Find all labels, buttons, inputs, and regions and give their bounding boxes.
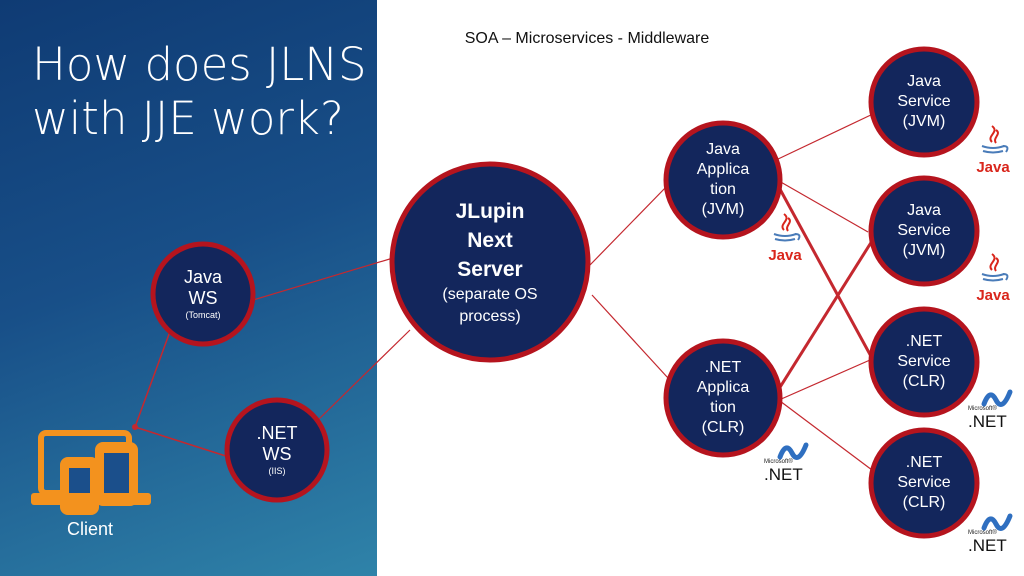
svg-text:.NET: .NET [968, 536, 1007, 552]
connections [134, 112, 876, 471]
client-devices-icon [31, 430, 151, 515]
svg-text:Microsoft®: Microsoft® [968, 405, 997, 412]
dotnet-logo-icon: Microsoft® .NET [968, 513, 1013, 552]
node-java-ws [150, 241, 256, 347]
link-javaapp-javasvc1 [775, 112, 876, 161]
svg-text:Java: Java [976, 287, 1010, 304]
node-jlupin-server [389, 161, 591, 363]
java-logo-icon: Java [768, 213, 802, 264]
node-java-service-1-label: Java Service (JVM) [897, 73, 951, 130]
node-java-service-2 [868, 175, 980, 287]
link-jlupin-netws [317, 329, 411, 421]
node-net-service-1-label: .NET Service (CLR) [897, 333, 951, 390]
link-javaapp-javasvc2 [778, 180, 869, 233]
link-jlupin-netapp [591, 294, 669, 379]
node-java-ws-label: Java WS (Tomcat) [183, 267, 223, 320]
node-java-service-2-label: Java Service (JVM) [897, 202, 951, 259]
client-link-dot [132, 424, 138, 430]
nodes [150, 46, 980, 539]
svg-text:Microsoft®: Microsoft® [968, 529, 997, 536]
svg-text:Java: Java [768, 247, 802, 264]
link-jlupin-javaapp [589, 184, 669, 266]
link-javaapp-netsvc1 [773, 179, 875, 361]
link-netapp-netsvc2 [775, 397, 873, 471]
node-net-service-2-label: .NET Service (CLR) [897, 454, 951, 511]
link-netapp-javasvc2 [775, 240, 874, 393]
java-logo-icon: Java [976, 125, 1010, 176]
slide-title: How does JLNS with JJE work? [32, 38, 367, 145]
svg-text:.NET: .NET [764, 465, 803, 481]
svg-text:Java: Java [976, 159, 1010, 176]
node-net-application [663, 338, 783, 458]
slide-subtitle: SOA – Microservices - Middleware [464, 30, 710, 47]
node-jlupin-server-label: JLupin Next Server (separate OS process) [442, 199, 538, 325]
node-net-service-2 [868, 427, 980, 539]
node-net-ws-label: .NET WS (IIS) [256, 423, 298, 476]
node-net-ws [224, 397, 330, 503]
node-java-application [663, 120, 783, 240]
node-net-service-1 [868, 306, 980, 418]
link-jlupin-javaws [252, 257, 394, 301]
dotnet-logo-icon: Microsoft® .NET [968, 389, 1013, 428]
dotnet-logo-icon: Microsoft® .NET [764, 442, 809, 481]
link-netapp-netsvc1 [778, 359, 871, 401]
svg-text:.NET: .NET [968, 412, 1007, 428]
client-label: Client [66, 519, 114, 539]
link-client-javaws [134, 325, 173, 428]
svg-text:Microsoft®: Microsoft® [764, 458, 793, 465]
link-client-netws [134, 426, 233, 459]
java-logo-icon: Java [976, 253, 1010, 304]
node-java-application-label: Java Applica tion (JVM) [696, 141, 750, 218]
node-java-service-1 [868, 46, 980, 158]
node-net-application-label: .NET Applica tion (CLR) [696, 359, 750, 436]
